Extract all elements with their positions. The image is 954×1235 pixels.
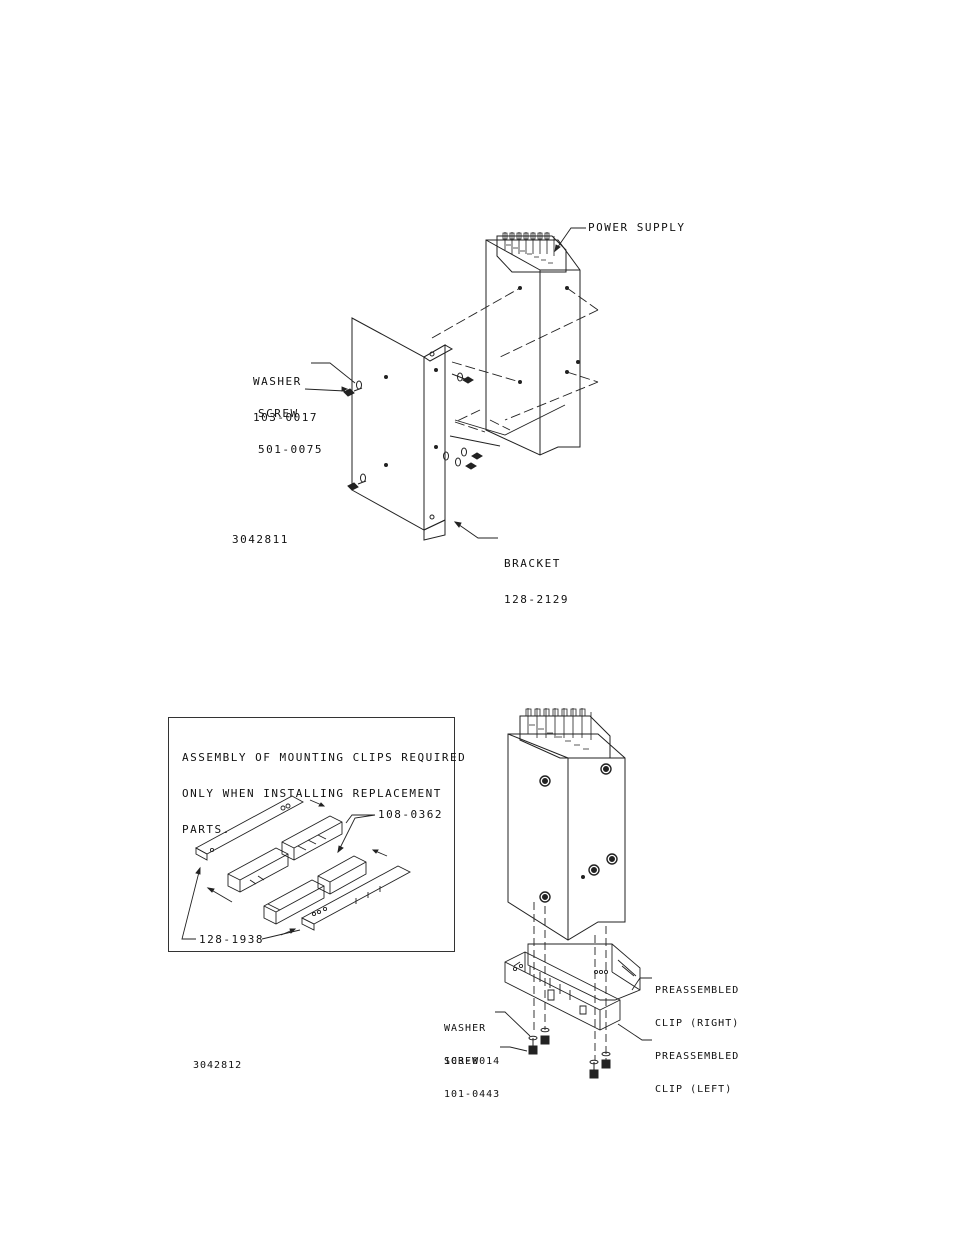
bracket [351,317,454,541]
mounting-alignment-lines [431,287,599,433]
fasteners-fig1 [343,372,483,491]
leaders-inset [181,814,376,940]
clip-right-line-1: PREASSEMBLED [655,985,740,996]
clip-assembly-note-frame [168,717,455,952]
washer-label-fig2: WASHER 103-0014 [444,1001,500,1078]
clip-right-line-2: CLIP (RIGHT) [655,1018,740,1029]
figure-id-2: 3042812 [193,1060,243,1071]
screw-label: SCREW 501-0075 [258,384,323,468]
clip-right-label: PREASSEMBLED CLIP (RIGHT) [655,963,739,1040]
power-supply-body [485,232,581,456]
washer-label: WASHER 103-0017 [253,352,318,436]
screw-part-number: 501-0075 [258,443,323,456]
clip-left-label: PREASSEMBLED CLIP (LEFT) [655,1029,739,1106]
power-supply-fig2 [507,708,626,941]
screw-name: SCREW [258,407,299,420]
screw-part-number-fig2: 101-0443 [444,1089,501,1100]
plate-part-label: 128-1938 [199,933,264,946]
screw-name-fig2: SCREW [444,1056,480,1067]
washer-part-number: 103-0017 [253,411,318,424]
bracket-label: BRACKET 128-2129 [504,534,569,618]
bracket-name: BRACKET [504,557,561,570]
clip-left-line-1: PREASSEMBLED [655,1051,740,1062]
bracket-part-number: 128-2129 [504,593,569,606]
clip-assembly-note: ASSEMBLY OF MOUNTING CLIPS REQUIRED ONLY… [182,728,466,848]
clip-left-line-2: CLIP (LEFT) [655,1084,733,1095]
note-line-2: ONLY WHEN INSTALLING REPLACEMENT [182,787,442,800]
washer-name: WASHER [253,375,302,388]
leaders-fig2 [495,977,652,1052]
washer-name-fig2: WASHER [444,1023,487,1034]
fasteners-fig2 [528,1027,611,1079]
clip-assembly-inset [195,795,411,936]
screw-label-fig2: SCREW 101-0443 [444,1034,500,1111]
washer-part-number-fig2: 103-0014 [444,1056,501,1067]
figure-id-1: 3042811 [232,533,289,546]
clip-part-label: 108-0362 [378,808,443,821]
power-supply-label: POWER SUPPLY [588,221,686,234]
note-line-1: ASSEMBLY OF MOUNTING CLIPS REQUIRED [182,751,467,764]
note-line-3: PARTS. [182,823,231,836]
preassembled-clips [504,943,641,1031]
mounting-arrows [449,404,566,447]
leaders-fig1 [304,227,586,539]
